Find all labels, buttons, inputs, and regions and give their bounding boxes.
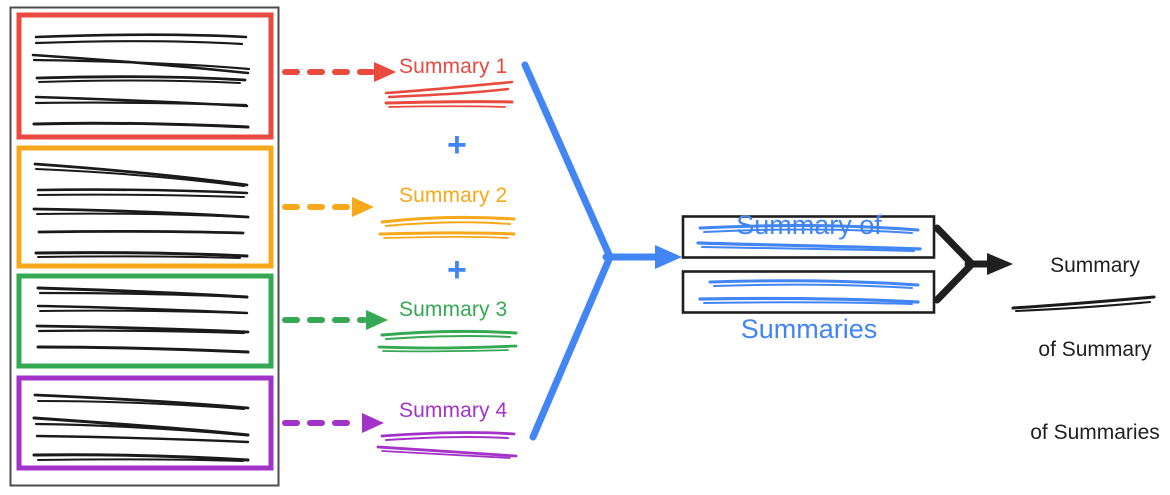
- dashed-arrow-red: [282, 62, 396, 82]
- document-lines-red: [31, 33, 251, 129]
- summary-lines-purple: [376, 431, 518, 459]
- sos-title-line-1: Summary of: [736, 210, 882, 241]
- sos-box-2: [681, 270, 936, 314]
- sos-title-line-2: Summaries: [740, 313, 878, 344]
- final-title-line-1: Summary: [1050, 253, 1140, 277]
- summary-4-label: Summary 4: [399, 399, 508, 422]
- sos-box-1: [681, 215, 936, 259]
- sos-box-2-lines: [698, 279, 920, 305]
- document-group-purple-box: [16, 375, 274, 471]
- sos-box-1-lines: [696, 224, 922, 252]
- plus-icon-1: +: [447, 126, 467, 164]
- document-lines-orange: [32, 162, 250, 259]
- final-summary-title: Summary of Summary of Summaries: [1000, 196, 1170, 495]
- document-group-green-box: [16, 273, 274, 369]
- black-converging-arrow: [933, 224, 1013, 304]
- summary-lines-green: [377, 329, 518, 353]
- summary-1-label: Summary 1: [399, 55, 508, 78]
- summary-of-summaries-title: Summary of Summaries: [679, 139, 939, 415]
- final-title-line-2: of Summary: [1038, 337, 1152, 361]
- dashed-arrow-orange: [282, 197, 374, 217]
- summary-lines-red: [384, 80, 514, 108]
- blue-converging-arrow: [521, 61, 682, 441]
- plus-icon-2: +: [447, 251, 467, 289]
- document-collection-outer-box: [9, 6, 280, 487]
- dashed-arrow-purple: [282, 413, 384, 433]
- final-title-line-3: of Summaries: [1030, 421, 1160, 445]
- final-summary-line: [1011, 295, 1156, 312]
- summary-2-label: Summary 2: [399, 184, 508, 207]
- document-group-orange-box: [16, 145, 274, 269]
- document-lines-green: [35, 286, 250, 354]
- document-group-red-box: [16, 12, 274, 140]
- document-lines-purple: [32, 393, 250, 462]
- dashed-arrow-green: [282, 310, 388, 330]
- summary-3-label: Summary 3: [399, 298, 508, 321]
- summary-lines-orange: [378, 215, 516, 239]
